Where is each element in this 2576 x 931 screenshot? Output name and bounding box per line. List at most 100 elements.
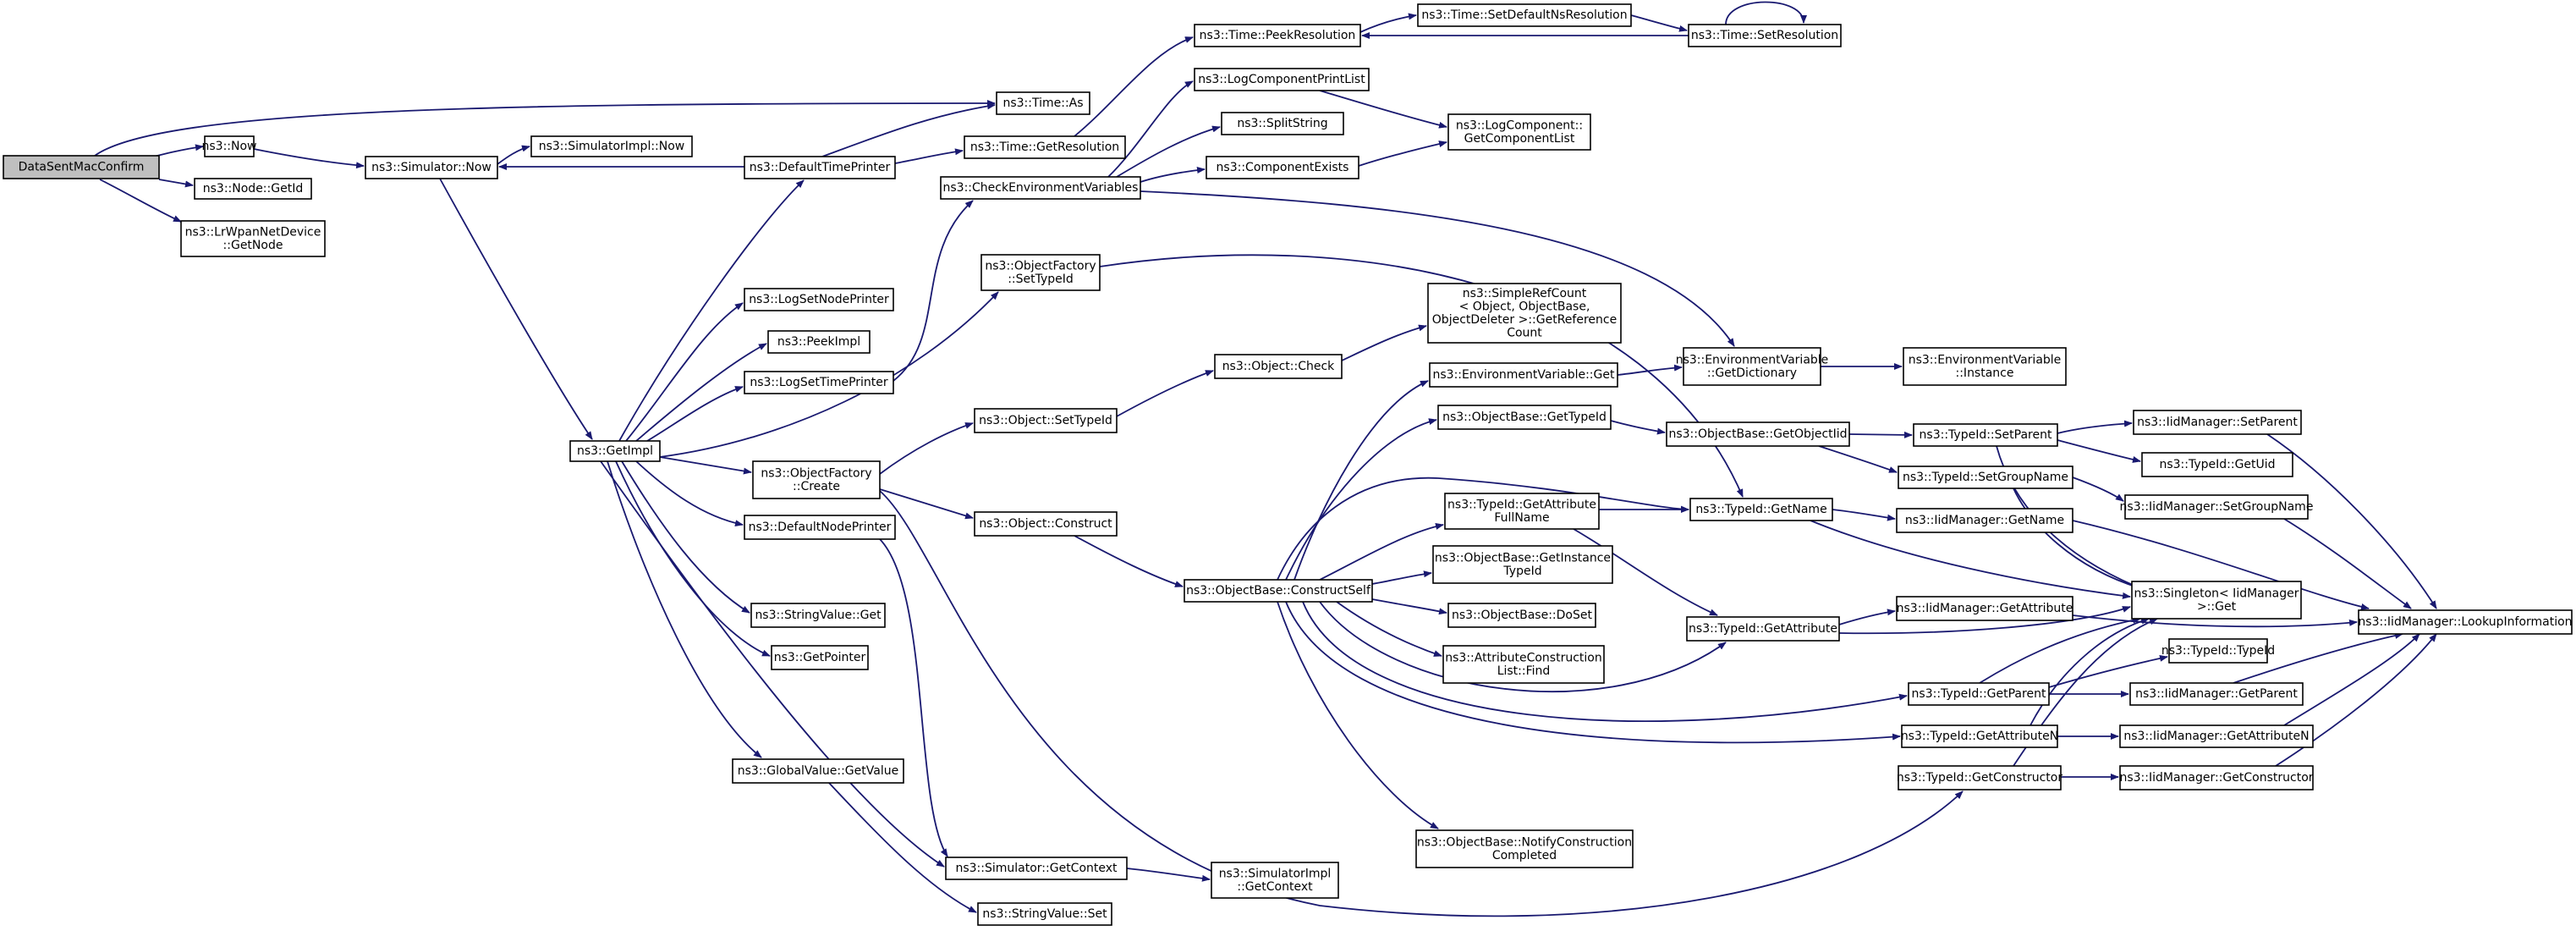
node-label: ns3::PeekImpl xyxy=(777,335,860,349)
node-checkenv[interactable]: ns3::CheckEnvironmentVariables xyxy=(940,176,1141,200)
node-box xyxy=(530,135,693,157)
node-timegetres[interactable]: ns3::Time::GetResolution xyxy=(964,135,1126,159)
node-getpointer[interactable]: ns3::GetPointer xyxy=(771,645,869,670)
edge-tidgetparent-to-tidtypeid xyxy=(2048,654,2168,688)
node-tidgetctor[interactable]: ns3::TypeId::GetConstructor xyxy=(1897,765,2062,791)
node-envget[interactable]: ns3::EnvironmentVariable::Get xyxy=(1429,362,1618,388)
node-iidgetparent[interactable]: ns3::IidManager::GetParent xyxy=(2129,682,2304,706)
edge-checkenv-to-split xyxy=(1116,125,1221,178)
node-objcheck[interactable]: ns3::Object::Check xyxy=(1214,354,1343,379)
node-logsettime[interactable]: ns3::LogSetTimePrinter xyxy=(744,371,894,394)
node-deftp[interactable]: ns3::DefaultTimePrinter xyxy=(744,156,896,179)
node-simimplctx[interactable]: ns3::SimulatorImpl::GetContext xyxy=(1211,862,1339,899)
node-objsettype[interactable]: ns3::Object::SetTypeId xyxy=(974,408,1118,433)
node-setres[interactable]: ns3::Time::SetResolution xyxy=(1688,24,1842,47)
node-setdefns[interactable]: ns3::Time::SetDefaultNsResolution xyxy=(1417,3,1632,27)
node-box xyxy=(1688,24,1842,47)
node-tidgetattrn[interactable]: ns3::TypeId::GetAttributeN xyxy=(1901,724,2058,748)
node-timeas[interactable]: ns3::Time::As xyxy=(996,91,1090,115)
node-tidsetgroup[interactable]: ns3::TypeId::SetGroupName xyxy=(1898,466,2073,489)
node-tidgetuid[interactable]: ns3::TypeId::GetUid xyxy=(2141,452,2293,477)
node-iidsetgroup[interactable]: ns3::IidManager::SetGroupName xyxy=(2120,494,2314,520)
node-label: ns3::SimpleRefCount xyxy=(1463,287,1587,300)
node-defnp[interactable]: ns3::DefaultNodePrinter xyxy=(744,515,896,540)
node-ofcreate[interactable]: ns3::ObjectFactory::Create xyxy=(752,460,881,499)
node-obdoset[interactable]: ns3::ObjectBase::DoSet xyxy=(1447,603,1596,628)
node-box xyxy=(2131,581,2302,620)
node-label: ns3::TypeId::SetGroupName xyxy=(1903,471,2068,484)
node-obgetoiid[interactable]: ns3::ObjectBase::GetObjectIid xyxy=(1666,421,1850,447)
node-ofsettype[interactable]: ns3::ObjectFactory::SetTypeId xyxy=(980,254,1101,291)
node-logprint[interactable]: ns3::LogComponentPrintList xyxy=(1194,68,1370,91)
node-box xyxy=(974,408,1118,433)
node-label: ns3::IidManager::SetGroupName xyxy=(2120,500,2314,514)
node-simgetctx[interactable]: ns3::Simulator::GetContext xyxy=(945,857,1128,880)
node-gvgetvalue[interactable]: ns3::GlobalValue::GetValue xyxy=(732,758,904,784)
edge-root-to-nodegetid xyxy=(158,179,194,188)
node-iidgetctor[interactable]: ns3::IidManager::GetConstructor xyxy=(2119,765,2314,791)
node-strget[interactable]: ns3::StringValue::Get xyxy=(750,603,886,628)
node-envinst[interactable]: ns3::EnvironmentVariable::Instance xyxy=(1903,347,2067,386)
node-nodegetid[interactable]: ns3::Node::GetId xyxy=(194,178,312,200)
edge-tidgetparent-to-singleton xyxy=(1979,616,2141,684)
node-tidgetname[interactable]: ns3::TypeId::GetName xyxy=(1689,498,1833,521)
edge-root-to-lrwpan xyxy=(99,179,182,223)
node-iidgetattr[interactable]: ns3::IidManager::GetAttribute xyxy=(1896,596,2073,621)
node-logsetnode[interactable]: ns3::LogSetNodePrinter xyxy=(744,288,894,311)
node-iidgetattrn[interactable]: ns3::IidManager::GetAttributeN xyxy=(2119,724,2314,748)
node-compexists[interactable]: ns3::ComponentExists xyxy=(1206,156,1359,179)
node-box xyxy=(1184,579,1373,603)
node-label: ns3::SplitString xyxy=(1237,117,1327,130)
node-simplerc[interactable]: ns3::SimpleRefCount< Object, ObjectBase,… xyxy=(1427,283,1622,344)
node-label: ObjectDeleter >::GetReference xyxy=(1432,313,1617,327)
node-timepeek[interactable]: ns3::Time::PeekResolution xyxy=(1194,24,1361,47)
node-simnow[interactable]: ns3::Simulator::Now xyxy=(365,156,498,179)
node-obnotify[interactable]: ns3::ObjectBase::NotifyConstructionCompl… xyxy=(1415,829,1634,868)
edge-tidsetgroup-to-iidsetgroup xyxy=(2072,477,2124,502)
node-envdict[interactable]: ns3::EnvironmentVariable::GetDictionary xyxy=(1676,347,1829,386)
node-iidsetparent[interactable]: ns3::IidManager::SetParent xyxy=(2133,410,2302,435)
node-iidgetname[interactable]: ns3::IidManager::GetName xyxy=(1896,508,2073,533)
node-root[interactable]: DataSentMacConfirm xyxy=(3,155,160,179)
node-box xyxy=(1211,862,1339,899)
node-obconstructself[interactable]: ns3::ObjectBase::ConstructSelf xyxy=(1184,579,1373,603)
node-getimpl[interactable]: ns3::GetImpl xyxy=(569,440,661,462)
node-tidgetattr[interactable]: ns3::TypeId::GetAttribute xyxy=(1686,616,1840,642)
node-box xyxy=(1415,829,1634,868)
node-iidlookup[interactable]: ns3::IidManager::LookupInformation xyxy=(2358,609,2573,635)
edges xyxy=(94,1,2437,917)
node-obgettype[interactable]: ns3::ObjectBase::GetTypeId xyxy=(1437,405,1612,430)
node-logcomplist[interactable]: ns3::LogComponent::GetComponentList xyxy=(1447,113,1591,151)
node-now[interactable]: ns3::Now xyxy=(202,135,257,157)
node-box xyxy=(1901,724,2058,748)
edge-obgettype-to-obgetoiid xyxy=(1610,420,1666,435)
node-tidtypeid[interactable]: ns3::TypeId::TypeId xyxy=(2161,638,2275,664)
node-singleton[interactable]: ns3::Singleton< IidManager>::Get xyxy=(2131,581,2302,620)
edge-ofcreate-to-objsettype xyxy=(879,422,974,475)
node-label: ns3::Time::GetResolution xyxy=(970,140,1119,154)
node-label: ns3::ObjectBase::ConstructSelf xyxy=(1186,584,1371,598)
edge-tidgetname-to-iidgetname xyxy=(1832,509,1896,521)
node-strset[interactable]: ns3::StringValue::Set xyxy=(977,902,1112,926)
node-label: ns3::LrWpanNetDevice xyxy=(185,225,321,239)
edge-obconstructself-to-obnotify xyxy=(1277,601,1439,829)
edge-gvgetvalue-to-strset xyxy=(828,782,977,913)
node-tidgetparent[interactable]: ns3::TypeId::GetParent xyxy=(1908,682,2050,706)
node-label: ns3::DefaultNodePrinter xyxy=(749,521,892,534)
edge-getimpl-to-ofsettype xyxy=(659,291,999,458)
edge-tidsetgroup-to-singleton xyxy=(2013,488,2141,590)
edge-obconstructself-to-tidgetattr xyxy=(1319,601,1727,692)
node-label: ns3::TypeId::GetName xyxy=(1695,503,1826,516)
node-label: ns3::GetPointer xyxy=(774,651,866,664)
node-tidsetparent[interactable]: ns3::TypeId::SetParent xyxy=(1913,423,2058,447)
node-peekimpl[interactable]: ns3::PeekImpl xyxy=(767,330,871,354)
node-lrwpan[interactable]: ns3::LrWpanNetDevice::GetNode xyxy=(180,220,326,257)
node-box xyxy=(767,330,871,354)
node-objconstruct[interactable]: ns3::Object::Construct xyxy=(974,511,1118,537)
node-box xyxy=(2133,410,2302,435)
node-simimplnow[interactable]: ns3::SimulatorImpl::Now xyxy=(530,135,693,157)
node-split[interactable]: ns3::SplitString xyxy=(1221,112,1344,135)
